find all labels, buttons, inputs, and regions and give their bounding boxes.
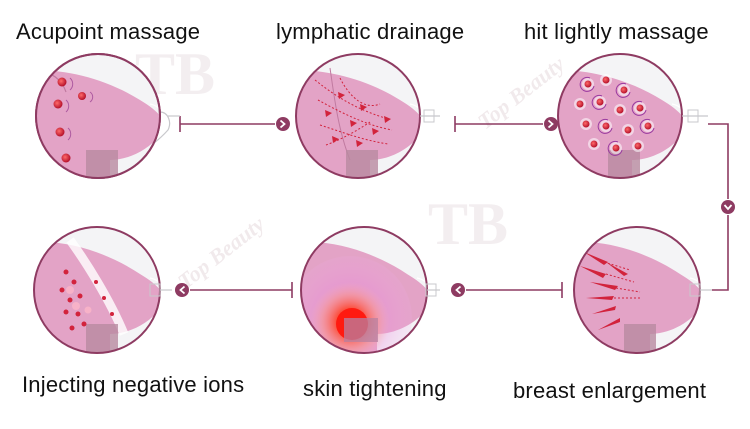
step-illustration-acupoint-massage	[35, 53, 180, 179]
connector-3-to-4	[708, 123, 735, 291]
step-illustration-skin-tightening	[300, 226, 440, 354]
step-label-hit-lightly-massage: hit lightly massage	[524, 19, 709, 44]
step-illustration-breast-enlargement	[573, 226, 712, 354]
step-illustration-hit-lightly-massage	[557, 53, 708, 179]
step-illustration-injecting-negative-ions	[33, 226, 172, 354]
connector-4-to-5	[451, 282, 563, 298]
arrow-right-icon	[276, 117, 290, 131]
arrow-left-icon	[451, 283, 465, 297]
step-label-breast-enlargement: breast enlargement	[513, 378, 707, 403]
watermark-logo-center: TB	[428, 191, 509, 257]
step-label-lymphatic-drainage: lymphatic drainage	[276, 19, 465, 44]
connector-1-to-2	[179, 116, 290, 132]
arrow-down-icon	[721, 200, 735, 214]
arrow-left-icon	[175, 283, 189, 297]
step-label-acupoint-massage: Acupoint massage	[16, 19, 201, 44]
arrow-right-icon	[544, 117, 558, 131]
connector-2-to-3	[454, 116, 558, 132]
step-label-skin-tightening: skin tightening	[303, 376, 447, 401]
step-illustration-lymphatic-drainage	[295, 53, 440, 179]
step-label-injecting-negative-ions: Injecting negative ions	[22, 372, 245, 397]
connector-5-to-6	[175, 282, 293, 298]
